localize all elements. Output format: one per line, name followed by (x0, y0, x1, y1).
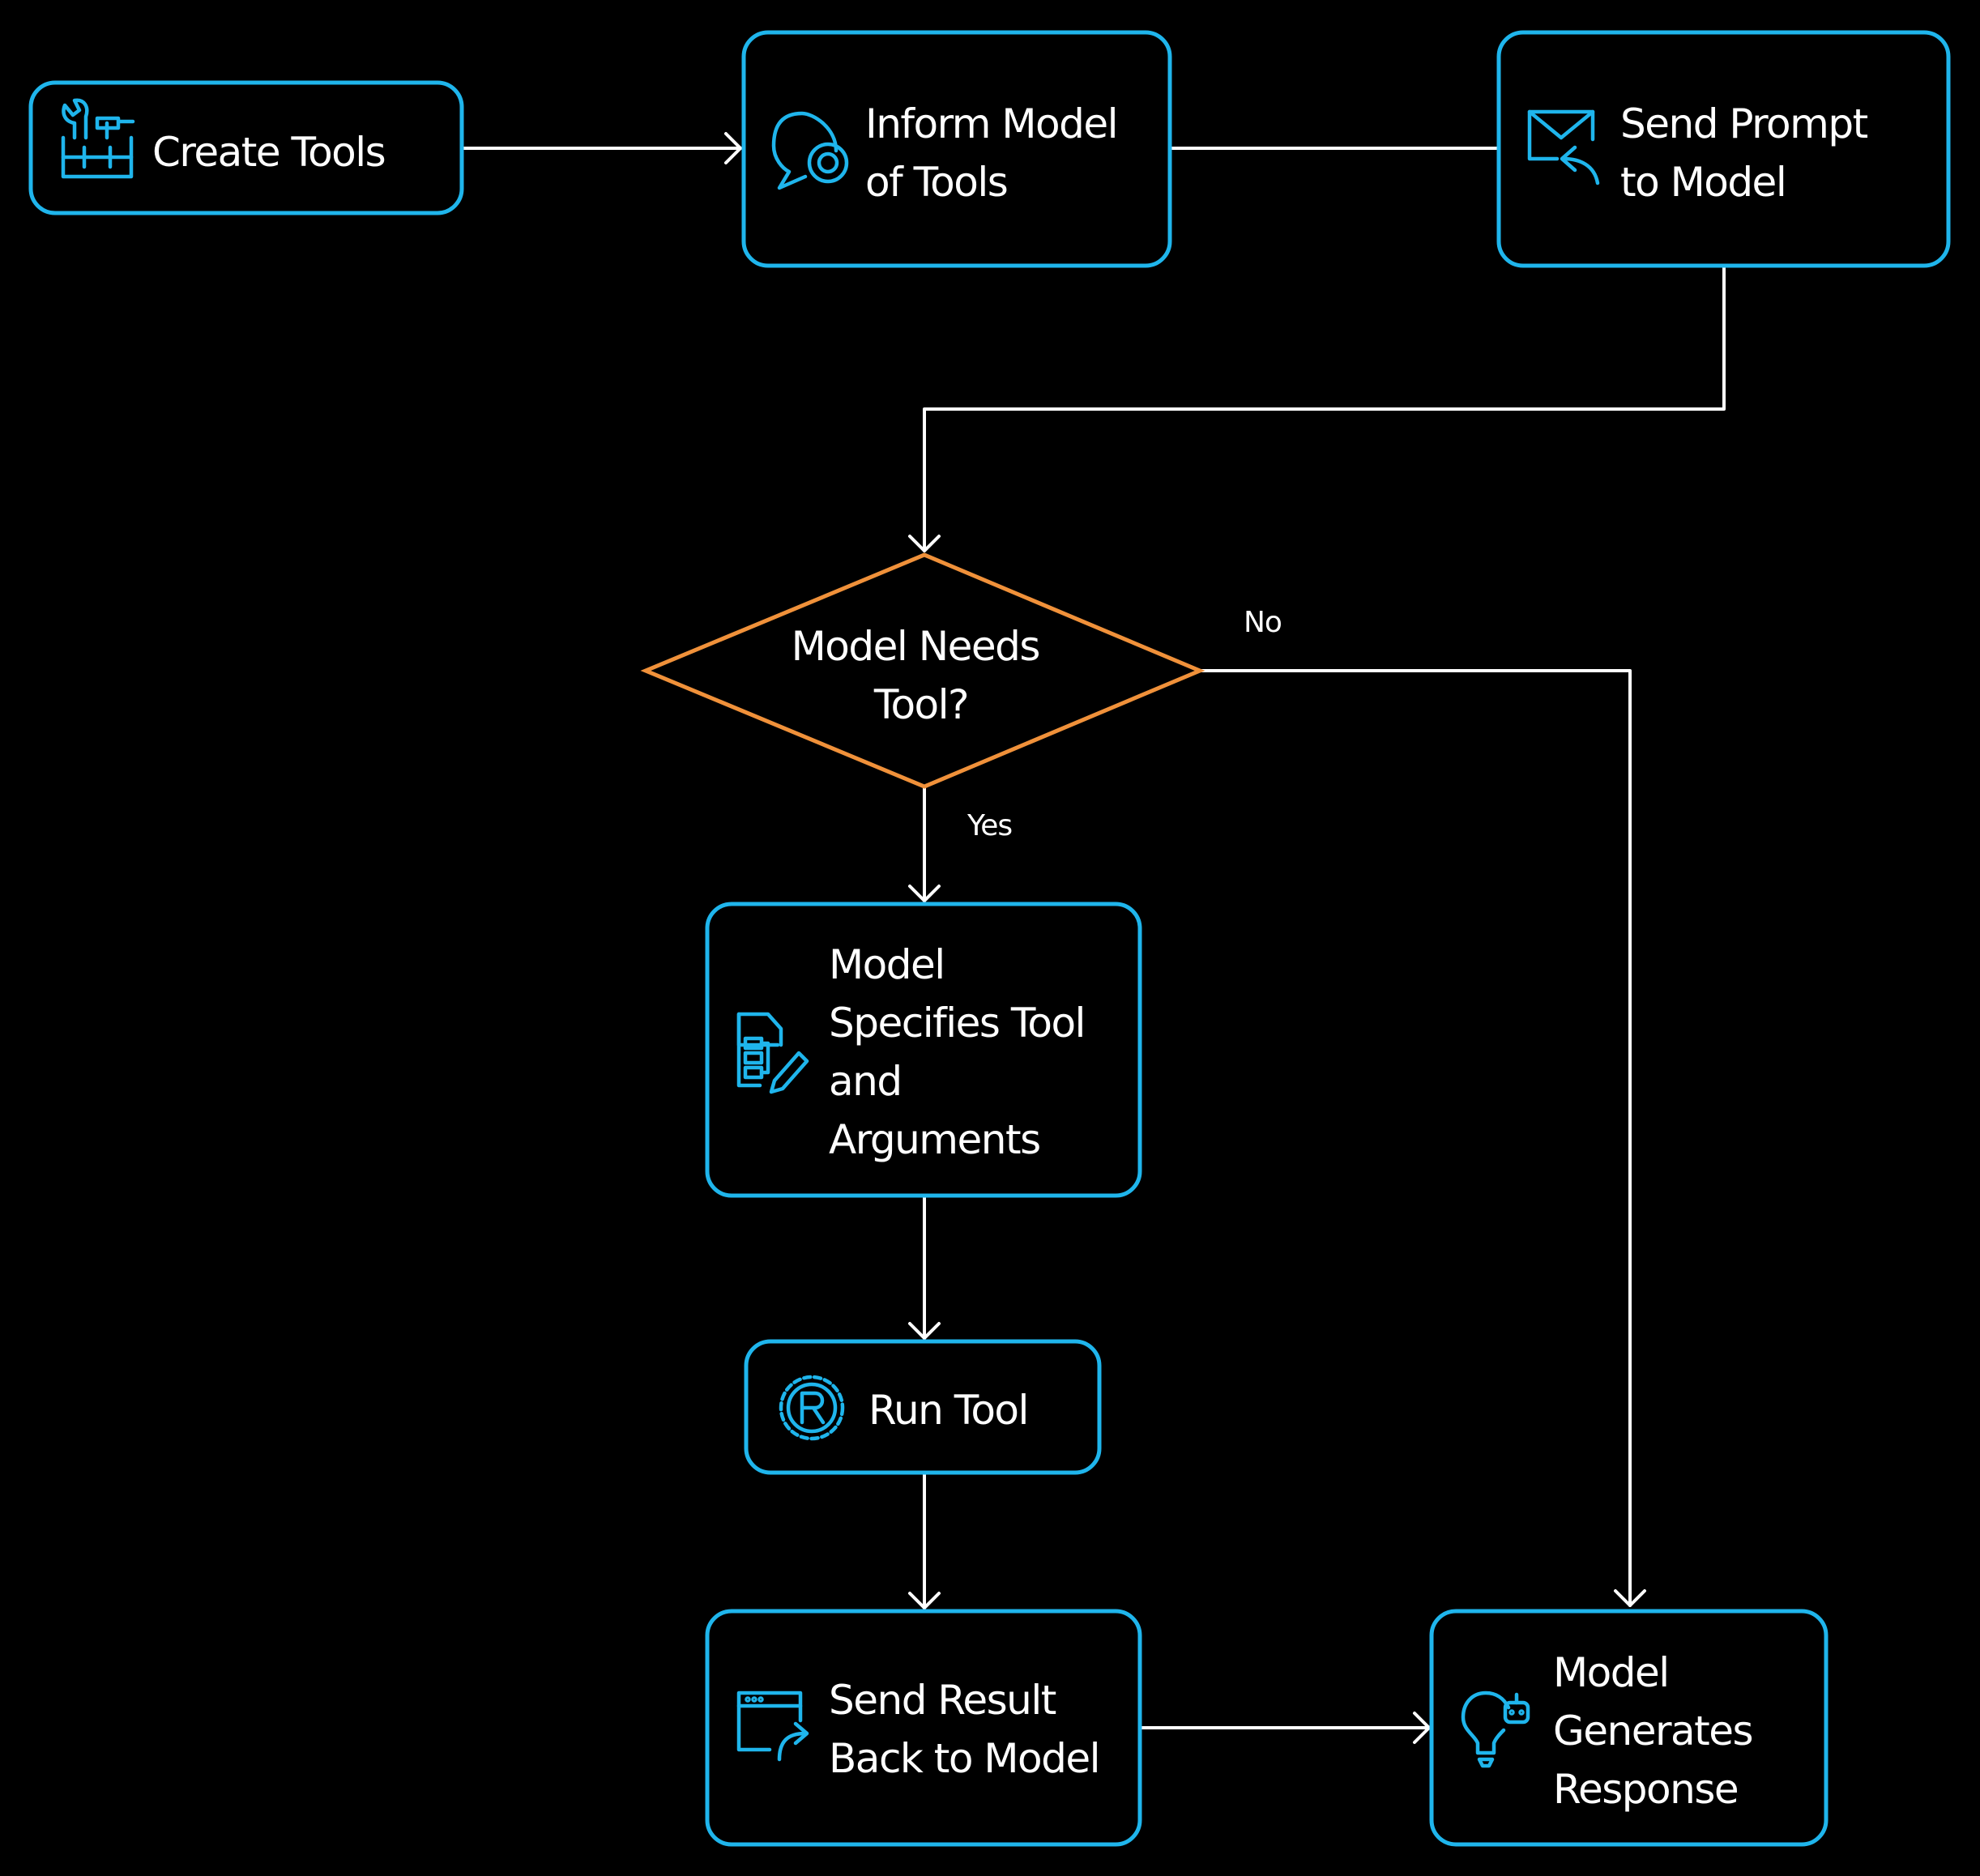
edge-run-to-send-result (908, 1471, 941, 1610)
node-send-result: Send Result Back to Model (705, 1609, 1142, 1847)
node-specifies-tool: Model Specifies Tool and Arguments (705, 902, 1142, 1198)
chat-gear-icon (771, 111, 849, 190)
edge-decision-yes-to-specifies (908, 784, 941, 902)
edge-send-prompt-to-decision (908, 264, 1726, 552)
node-create-tools-label: Create Tools (152, 129, 385, 176)
edge-specifies-to-run (908, 1194, 941, 1340)
node-generates-response-label: Model Generates Response (1553, 1649, 1764, 1813)
node-inform-model: Inform Model of Tools (741, 30, 1172, 268)
node-create-tools: Create Tools (28, 80, 464, 215)
node-decision: Model Needs Tool? (640, 552, 1205, 789)
lightbulb-robot-icon (1461, 1691, 1530, 1768)
node-inform-model-label: Inform Model of Tools (865, 100, 1129, 206)
node-run-tool-label: Run Tool (868, 1387, 1028, 1434)
node-generates-response: Model Generates Response (1429, 1609, 1829, 1847)
toolbox-icon (61, 98, 135, 179)
node-send-result-label: Send Result Back to Model (829, 1677, 1099, 1782)
rust-gear-icon (779, 1375, 845, 1441)
edge-send-result-to-response (1138, 1712, 1431, 1744)
window-forward-icon (736, 1691, 809, 1762)
node-run-tool: Run Tool (744, 1339, 1102, 1475)
edges (462, 132, 1726, 1744)
document-edit-icon (736, 1012, 809, 1094)
mail-reply-icon (1527, 109, 1600, 185)
node-specifies-tool-label: Model Specifies Tool and Arguments (829, 941, 1096, 1163)
edge-label-no: No (1244, 606, 1282, 639)
node-send-prompt: Send Prompt to Model (1496, 30, 1951, 268)
node-send-prompt-label: Send Prompt to Model (1620, 100, 1879, 206)
node-decision-label: Model Needs Tool? (792, 623, 1052, 728)
edge-create-to-inform (462, 132, 742, 164)
edge-label-yes: Yes (967, 809, 1012, 842)
edge-decision-no-to-response (1197, 669, 1646, 1607)
